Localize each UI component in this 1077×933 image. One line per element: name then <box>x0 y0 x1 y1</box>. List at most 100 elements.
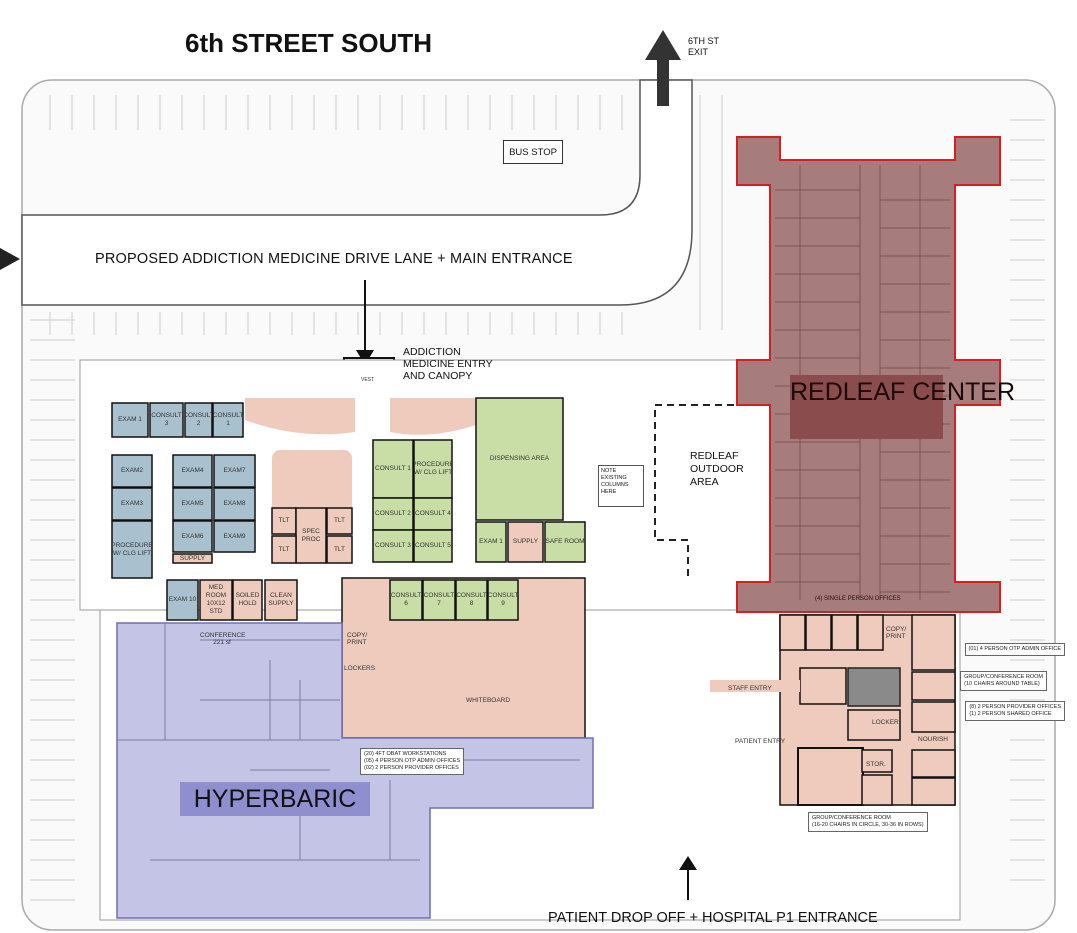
room-label: TLT <box>333 545 346 553</box>
room-label: EXAM8 <box>223 500 246 507</box>
nourish-label: NOURISH <box>918 736 948 743</box>
copy-print-right-label: COPY/ PRINT <box>886 626 907 640</box>
room-label: CONSULT 1 <box>375 465 411 472</box>
room-label: MED ROOM 10X12 STD <box>205 584 227 615</box>
room-label: CONSULT 3 <box>151 412 182 427</box>
room-label: CONSULT 9 <box>488 592 518 607</box>
redleaf-outdoor-label: REDLEAF OUTDOOR AREA <box>690 450 744 488</box>
room-label: PROCEDURE W/ CLG LIFT <box>112 541 152 557</box>
callout-line: GROUP/CONFERENCE ROOM <box>964 674 1043 680</box>
hyperbaric-walls <box>117 623 580 861</box>
stor-label: STOR. <box>866 761 886 768</box>
redleaf-offices-label: (4) SINGLE PERSON OFFICES <box>815 596 901 602</box>
room <box>172 553 213 564</box>
redleaf-center-label: REDLEAF CENTER <box>790 375 1015 439</box>
room <box>544 521 586 563</box>
exit-label: 6TH ST EXIT <box>688 36 719 57</box>
room-label: CONSULT 2 <box>375 510 411 517</box>
room-label: EXAM4 <box>181 467 204 474</box>
room <box>264 579 298 621</box>
room <box>213 454 256 488</box>
room-label: CONSULT 6 <box>390 592 422 607</box>
group-conference-circle-room <box>797 747 864 806</box>
callout-line: (8) 2 PERSON PROVIDER OFFICES <box>969 704 1061 710</box>
street-title: 6th STREET SOUTH <box>185 28 433 58</box>
room-label: SPEC PROC <box>301 527 321 543</box>
outdoor-area-boundary <box>654 404 770 580</box>
room-label: EXAM7 <box>223 467 246 474</box>
room <box>232 579 263 621</box>
room-label: EXAM6 <box>181 532 204 540</box>
callout-line: GROUP/CONFERENCE ROOM <box>812 815 891 821</box>
lockers-label: LOCKERS <box>344 665 376 672</box>
room <box>172 520 213 553</box>
callout-line: (20) 4FT OBAT WORKSTATIONS <box>364 751 447 757</box>
room-label: CONSULT 4 <box>415 510 451 517</box>
room-label: EXAM5 <box>181 500 204 507</box>
room <box>326 507 353 535</box>
room <box>172 487 213 521</box>
room <box>111 402 149 438</box>
room-label: SAFE ROOM <box>545 538 585 545</box>
parking-grid <box>30 95 1045 901</box>
room-label: CONSULT 7 <box>423 592 455 607</box>
room <box>295 507 327 564</box>
room <box>213 487 256 521</box>
conference-table-callout: GROUP/CONFERENCE ROOM (10 CHAIRS AROUND … <box>960 671 1047 691</box>
conference-label: CONFERENCE 221 sf <box>200 632 246 646</box>
callout-line: (10 CHAIRS AROUND TABLE) <box>964 681 1040 687</box>
callout-line: (1) 2 PERSON SHARED OFFICE <box>969 711 1052 717</box>
group-conference-table-room <box>799 667 847 705</box>
room <box>422 579 456 621</box>
room <box>199 579 233 621</box>
provider-offices-callout: (8) 2 PERSON PROVIDER OFFICES (1) 2 PERS… <box>965 701 1065 721</box>
rooms <box>111 397 586 621</box>
room <box>389 579 423 621</box>
patient-entry-label: PATIENT ENTRY <box>735 738 786 745</box>
hyperbaric-zone <box>116 622 594 919</box>
room-label: CONSULT 8 <box>456 592 487 607</box>
room-label: EXAM2 <box>120 467 144 474</box>
copy-print-label: COPY/ PRINT <box>347 632 368 646</box>
callout-line: (02) 2 PERSON PROVIDER OFFICES <box>364 765 459 771</box>
room-label: EXAM 1 <box>479 538 503 545</box>
room-label: EXAM 1 <box>118 416 142 423</box>
waiting-area-west <box>245 398 355 435</box>
staff-entry-label: STAFF ENTRY <box>728 685 772 692</box>
otp-admin-callout: (01) 4 PERSON OTP ADMIN OFFICE <box>964 643 1065 656</box>
room-label: EXAM 10 <box>168 596 197 603</box>
room <box>184 402 213 438</box>
offices-right <box>779 614 956 806</box>
bus-stop-label: BUS STOP <box>503 140 563 164</box>
room-label: TLT <box>278 517 290 524</box>
exit-arrow-icon <box>645 30 681 106</box>
room <box>111 454 153 488</box>
column-note: NOTE EXISTING COLUMNS HERE <box>598 465 644 507</box>
room <box>507 521 544 563</box>
room <box>372 439 414 499</box>
west-arrow-icon <box>0 248 20 270</box>
room <box>166 579 199 621</box>
entry-canopy-label: ADDICTION MEDICINE ENTRY AND CANOPY <box>403 346 493 382</box>
room <box>413 497 453 531</box>
room <box>413 529 453 563</box>
room-label: SUPPLY <box>512 538 539 545</box>
room-label: SUPPLY <box>179 554 206 562</box>
room <box>475 521 507 563</box>
room-label: CONSULT 2 <box>185 412 212 427</box>
conference-circle-callout: GROUP/CONFERENCE ROOM (16-20 CHAIRS IN C… <box>808 812 928 832</box>
staff-entry-corridor <box>710 680 800 692</box>
room <box>475 397 564 521</box>
room-label: SOILED HOLD <box>235 592 260 607</box>
room-label: CONSULT 5 <box>415 542 451 549</box>
drop-off-label: PATIENT DROP OFF + HOSPITAL P1 ENTRANCE <box>548 910 878 926</box>
dark-utility-room <box>847 667 901 707</box>
whiteboard-label: WHITEBOARD <box>466 697 511 704</box>
vest-label: VEST <box>361 377 375 383</box>
room-label: DISPENSING AREA <box>489 455 550 462</box>
room-label: EXAM3 <box>120 500 144 507</box>
room <box>372 529 414 563</box>
room <box>149 402 184 438</box>
